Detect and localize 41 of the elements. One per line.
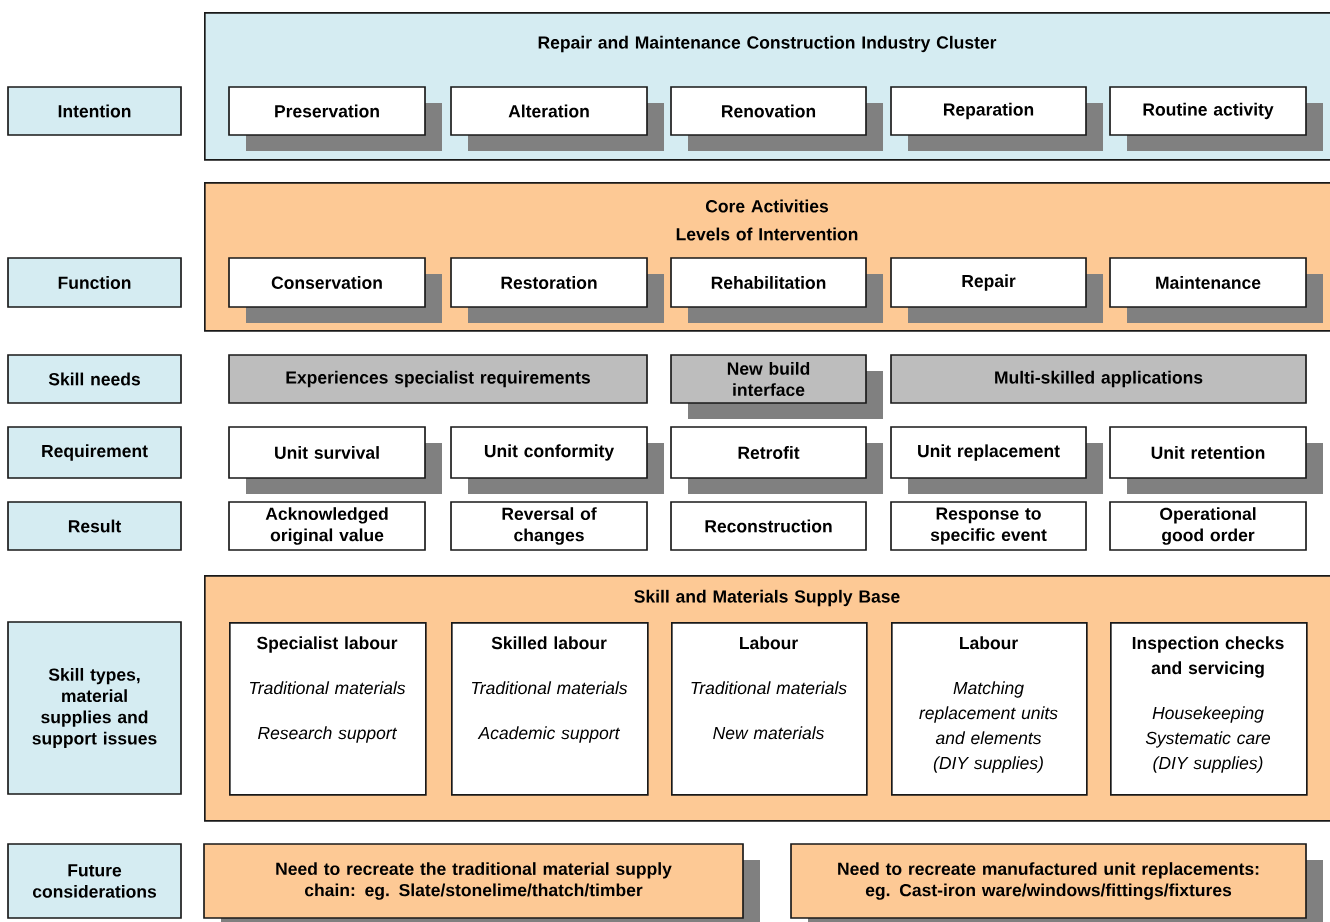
process-box: Maintenance: [1109, 257, 1323, 323]
note-box: Need to recreate the traditional material supply chain: eg. Slate/stonelime/thatch/timber: [203, 843, 760, 922]
panel-heading: Skill and Materials Supply Base: [634, 589, 900, 607]
label-box: Future considerations: [7, 843, 182, 919]
process-box: Reparation: [890, 86, 1103, 151]
process-box: Reversal of changes: [450, 501, 648, 551]
label-box: Result: [7, 501, 182, 551]
label-box: Skill types, material supplies and support issues: [7, 621, 182, 795]
process-box: Acknowledged original value: [228, 501, 426, 551]
process-box: Reconstruction: [670, 501, 867, 551]
label-box: Function: [7, 257, 182, 308]
process-box: Rehabilitation: [670, 257, 883, 323]
skill-box: New build interface: [670, 354, 883, 419]
process-box: Unit retention: [1109, 426, 1323, 494]
process-box: Response to specific event: [890, 501, 1087, 551]
process-box: Preservation: [228, 86, 442, 151]
process-box: Routine activity: [1109, 86, 1323, 151]
process-box: Repair: [890, 257, 1103, 323]
process-box: Conservation: [228, 257, 442, 323]
panel-heading: Levels of Intervention: [676, 227, 858, 241]
process-box: Specialist labour Traditional materials Research support: [229, 622, 427, 796]
process-box: Labour Matching replacement units and elements (DIY supplies): [891, 622, 1088, 796]
process-box: Alteration: [450, 86, 664, 151]
process-box: Retrofit: [670, 426, 883, 494]
process-box: Restoration: [450, 257, 664, 323]
label-box: Skill needs: [7, 354, 182, 404]
process-box: Inspection checks and servicing Housekeeping Systematic care (DIY supplies): [1110, 622, 1308, 796]
process-box: Unit conformity: [450, 426, 664, 494]
process-box: Operational good order: [1109, 501, 1307, 551]
process-box: Labour Traditional materials New materials: [671, 622, 868, 796]
process-box: Renovation: [670, 86, 883, 151]
skill-box: Experiences specialist requirements: [228, 354, 648, 404]
process-box: Unit replacement: [890, 426, 1103, 494]
process-box: Skilled labour Traditional materials Academic support: [451, 622, 649, 796]
note-box: Need to recreate manufactured unit replacements: eg. Cast-iron ware/windows/fittings/fixtures: [790, 843, 1323, 922]
label-box: Intention: [7, 86, 182, 136]
skill-box: Multi-skilled applications: [890, 354, 1307, 404]
panel-heading: Core Activities: [705, 199, 829, 213]
panel-heading: Repair and Maintenance Construction Industry Cluster: [538, 35, 997, 53]
label-box: Requirement: [7, 426, 182, 479]
process-box: Unit survival: [228, 426, 442, 494]
